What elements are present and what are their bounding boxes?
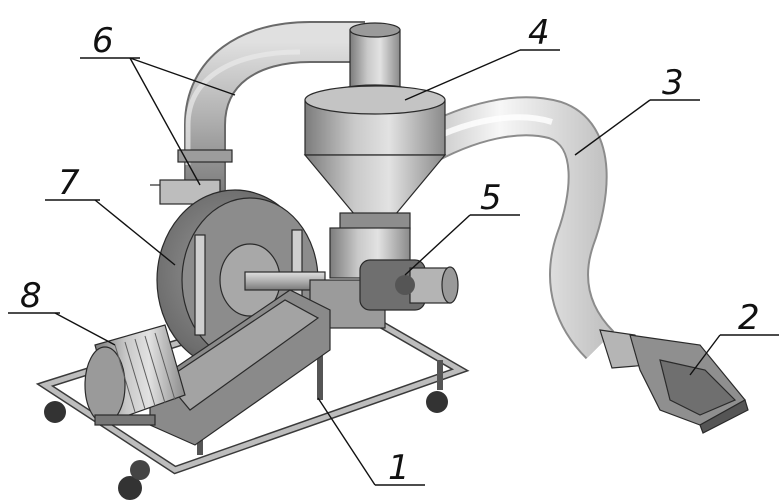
label-5: 5 — [480, 178, 502, 218]
label-1: 1 — [388, 448, 410, 488]
leader-line-7a — [94, 199, 176, 266]
label-3: 3 — [662, 63, 684, 103]
leader-line-8a — [54, 312, 116, 346]
label-2: 2 — [738, 298, 760, 338]
air-duct — [150, 21, 365, 205]
leader-line-6b — [129, 57, 201, 186]
leader-line-4a — [404, 49, 521, 101]
leader-line-6a — [129, 57, 236, 96]
belt-guard — [149, 289, 331, 446]
leader-lines — [8, 49, 779, 486]
label-6: 6 — [92, 21, 114, 61]
label-8: 8 — [20, 276, 42, 316]
cyclone-separator — [303, 22, 447, 230]
leader-line-3a — [574, 99, 651, 156]
intake-nozzle — [599, 329, 749, 434]
fan-electric-motor — [84, 324, 186, 426]
leader-line-5a — [404, 214, 471, 276]
centrifugal-fan — [156, 189, 326, 371]
leader-line-2a — [689, 334, 721, 376]
label-7: 7 — [58, 163, 80, 203]
airlock-drive — [309, 227, 459, 329]
leader-line-1a — [317, 397, 376, 486]
label-4: 4 — [528, 13, 550, 53]
